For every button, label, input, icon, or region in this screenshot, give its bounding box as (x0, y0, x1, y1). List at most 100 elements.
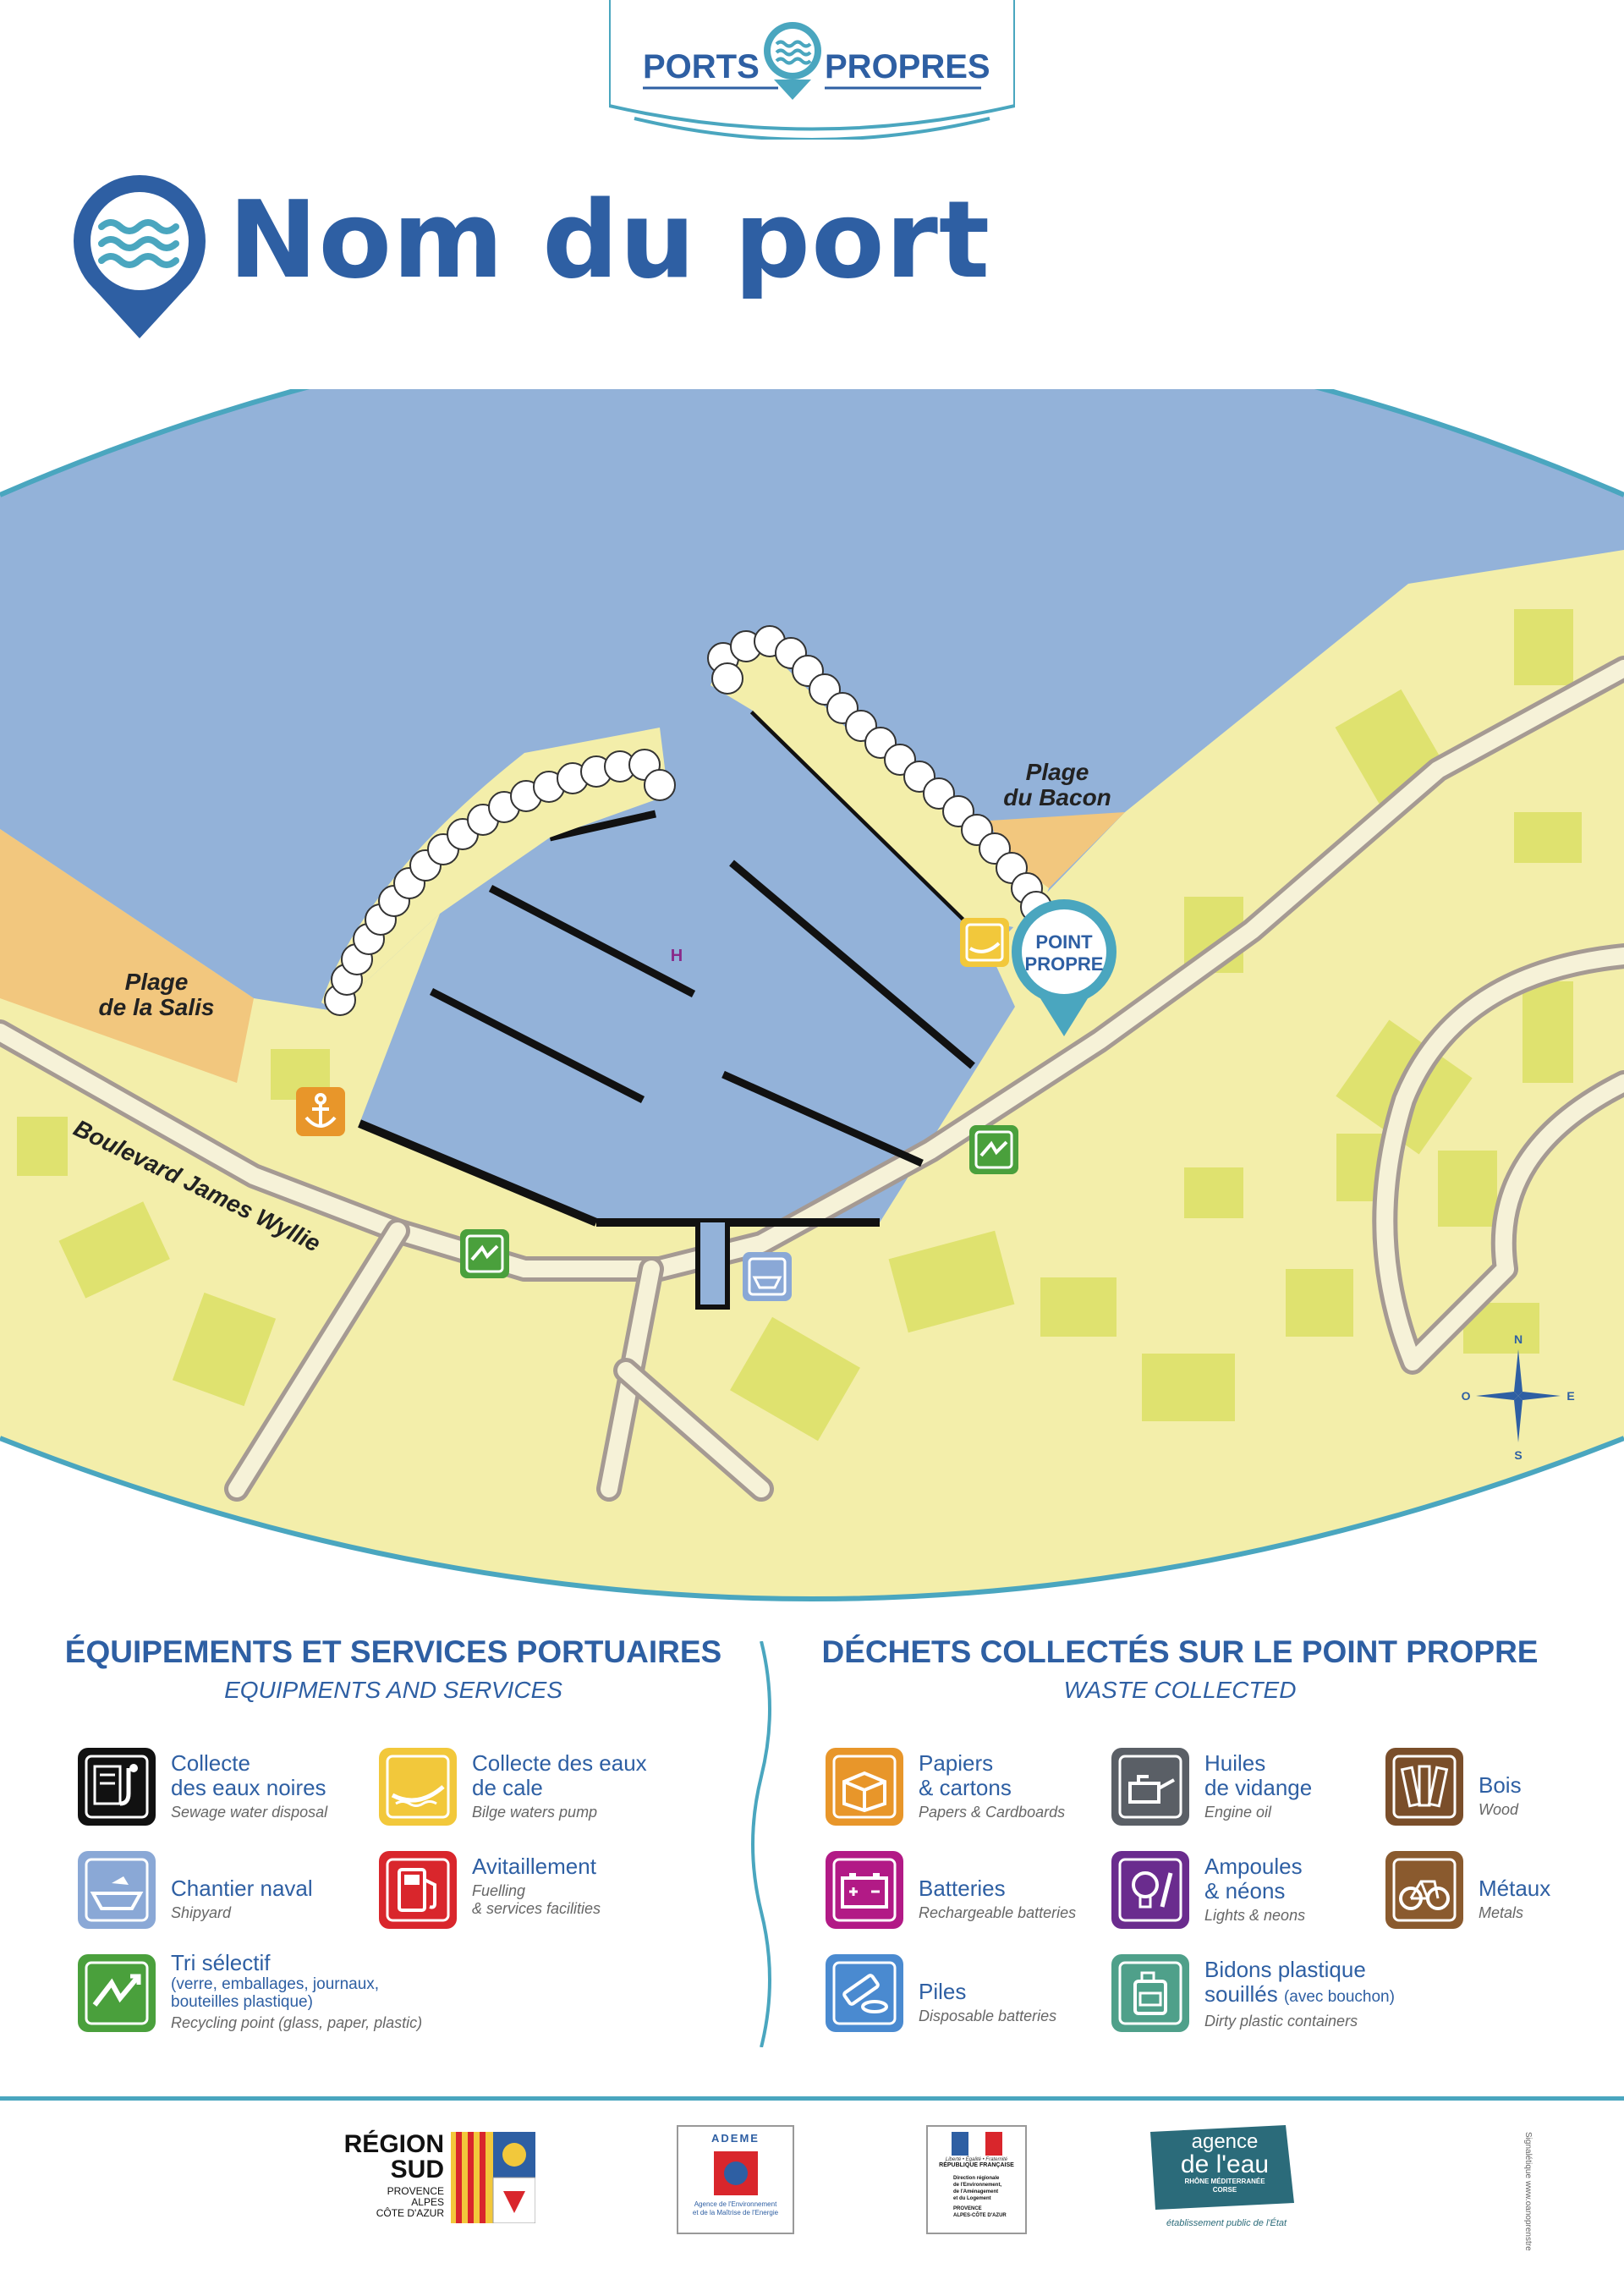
legend-label-detail: (verre, emballages, journaux, bouteilles… (171, 1975, 380, 2011)
ademe-globe-icon (713, 2151, 758, 2195)
recycling-map-icon-2 (460, 1229, 509, 1278)
wave-divider (751, 1641, 771, 2047)
republique-logo: Liberté • Égalité • Fraternité RÉPUBLIQU… (926, 2125, 1027, 2234)
marianne-flag-icon (951, 2132, 1002, 2156)
legend-sub: Disposable batteries (919, 2008, 1057, 2024)
anchor-icon (296, 1087, 345, 1136)
waste-section-subtitle: WASTE COLLECTED (1063, 1677, 1297, 1703)
bilge-pump-map-icon (960, 918, 1009, 967)
agence-line2: de l'eau (1180, 2150, 1270, 2178)
republique-name: RÉPUBLIQUE FRANÇAISE (939, 2162, 1014, 2168)
oil-can-icon (1111, 1748, 1189, 1826)
wave-pin-icon (764, 22, 821, 100)
shipyard-icon (78, 1851, 156, 1929)
legend-label: Collecte des eaux de cale (472, 1750, 647, 1800)
light-bulb-icon (1111, 1851, 1189, 1929)
legend-sub: Papers & Cardboards (919, 1804, 1066, 1821)
waste-section-title: DÉCHETS COLLECTÉS SUR LE POINT PROPRE (821, 1634, 1539, 1669)
recycling-icon (78, 1954, 156, 2032)
shipyard-map-icon (743, 1252, 792, 1301)
harbour-marker: H (671, 947, 683, 965)
svg-text:N: N (1514, 1332, 1522, 1346)
agence-line1: agence (1191, 2130, 1259, 2153)
agence-eau-logo: agence de l'eau RHÔNE MÉDITERRANÉE CORSE… (1150, 2125, 1303, 2244)
car-battery-icon (826, 1851, 903, 1929)
legend-item-plastic-containers: Bidons plastique souillés (avec bouchon)… (1111, 1954, 1475, 2037)
region-line3: PROVENCE ALPES CÔTE D'AZUR (376, 2185, 444, 2219)
plastic-jerrycan-icon (1111, 1954, 1189, 2032)
beach-salis (0, 829, 254, 1083)
cardboard-box-icon (826, 1748, 903, 1826)
legend-sub: Wood (1479, 1801, 1519, 1818)
brand-right-text: PROPRES (825, 48, 990, 85)
agence-line3: RHÔNE MÉDITERRANÉE CORSE (1184, 2178, 1265, 2194)
bicycle-icon (1385, 1851, 1463, 1929)
legend-label: Bois (1479, 1772, 1522, 1798)
recycling-map-icon (969, 1125, 1018, 1174)
equipment-section-title: ÉQUIPEMENTS ET SERVICES PORTUAIRES (64, 1634, 722, 1669)
legend-label: Tri sélectif (171, 1950, 271, 1975)
svg-text:O: O (1462, 1389, 1471, 1403)
legend-sub: Metals (1479, 1904, 1524, 1921)
legend-label: Huiles de vidange (1204, 1750, 1313, 1800)
location-pin-icon (74, 175, 206, 338)
region-line2: SUD (390, 2156, 444, 2183)
legend-label: Bidons plastique souillés (avec bouchon) (1204, 1958, 1475, 2009)
legend-sub: Sewage water disposal (171, 1804, 328, 1821)
compass-rose-icon: N S E O (1462, 1332, 1575, 1462)
bilge-icon (379, 1748, 457, 1826)
legend-label: Batteries (919, 1876, 1006, 1901)
sea-area (0, 389, 1624, 1227)
legend-sub: Bilge waters pump (472, 1804, 598, 1821)
legend-label: Papiers & cartons (919, 1750, 1012, 1800)
legend-label: Avitaillement (472, 1854, 596, 1879)
legend-sub: Rechargeable batteries (919, 1904, 1077, 1921)
wood-planks-icon (1385, 1748, 1463, 1826)
footer-divider (0, 2096, 1624, 2101)
svg-text:S: S (1514, 1448, 1522, 1462)
legend-label-suffix: (avec bouchon) (1283, 1988, 1395, 2006)
sewage-icon (78, 1748, 156, 1826)
roads (0, 656, 1624, 1502)
ports-propres-logo: PORTS PROPRES (609, 0, 1015, 140)
brand-left-text: PORTS (643, 48, 760, 85)
legend-sub: Engine oil (1204, 1804, 1272, 1821)
side-credit: Signalétique www.oanoprenstre (1523, 2132, 1533, 2251)
legend-label: Chantier naval (171, 1876, 313, 1901)
legend-label: Ampoules & néons (1204, 1854, 1303, 1903)
legend-label: Métaux (1479, 1876, 1551, 1901)
legend-item-recycling: Tri sélectif (verre, emballages, journau… (78, 1950, 670, 2037)
breakwater-east (710, 643, 1049, 931)
breakwater-west (321, 728, 668, 1011)
ademe-logo: ADEME Agence de l'Environnement et de la… (677, 2125, 794, 2234)
agence-caption: établissement public de l'État (1166, 2218, 1287, 2228)
region-coat-of-arms-icon (451, 2132, 535, 2223)
fuel-pump-icon (379, 1851, 457, 1929)
ademe-caption: Agence de l'Environnement et de la Maîtr… (692, 2200, 779, 2216)
map-frame (0, 389, 1624, 497)
legend-label: Collecte des eaux noires (171, 1750, 326, 1800)
legend-sub: Shipyard (171, 1904, 232, 1921)
legend-sub: Recycling point (glass, paper, plastic) (171, 2014, 423, 2031)
region-sud-logo: RÉGION SUD PROVENCE ALPES CÔTE D'AZUR (326, 2132, 537, 2225)
legend-label: Piles (919, 1979, 967, 2004)
quays (358, 707, 975, 1310)
republique-motto: Liberté • Égalité • Fraternité (945, 2157, 1008, 2162)
legend-sub: Dirty plastic containers (1204, 2013, 1358, 2030)
republique-region: PROVENCE ALPES-CÔTE D'AZUR (953, 2206, 1007, 2218)
